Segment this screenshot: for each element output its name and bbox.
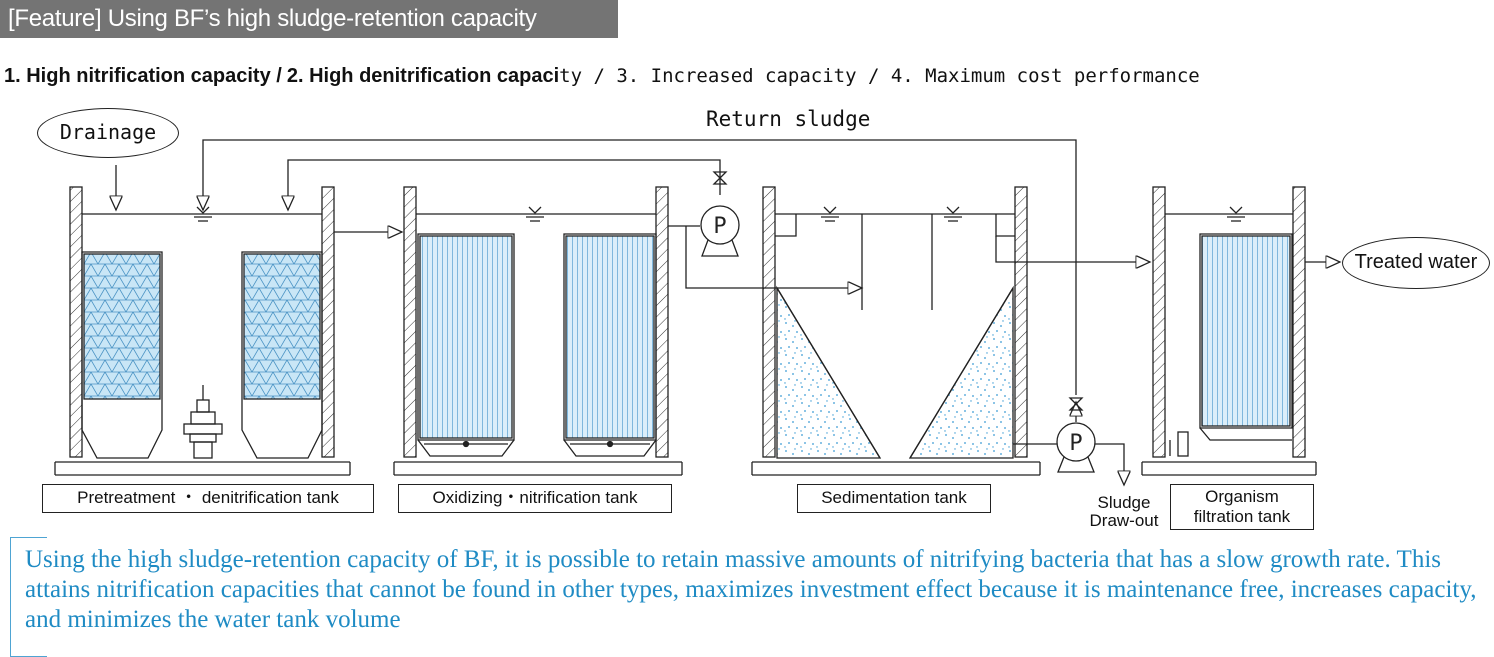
sludge-drawout-line1: Sludge (1097, 493, 1151, 512)
organism-filtration-tank (1141, 186, 1317, 476)
return-sludge-label: Return sludge (706, 107, 871, 131)
valve-icon (712, 171, 728, 185)
feature-item-1: 1. High nitrification capacity / (4, 65, 282, 87)
feature-item-2: 2. High denitrification capaci (286, 65, 560, 87)
oxidizing-tank (393, 186, 683, 476)
pump-icon: P (700, 205, 740, 257)
pump-icon: P (1056, 422, 1096, 473)
diffuser-icon (183, 385, 223, 459)
tank-label-oxidizing: Oxidizing・nitrification tank (398, 484, 672, 513)
sedimentation-tank (751, 186, 1041, 476)
feature-banner: [Feature] Using BF’s high sludge-retenti… (0, 0, 618, 38)
pump-label: P (713, 214, 726, 239)
feature-items-rest: ty / 3. Increased capacity / 4. Maximum … (559, 65, 1200, 87)
process-diagram: P P (54, 139, 1494, 535)
drainage-label: Drainage (37, 108, 179, 158)
treated-water-label: Treated water (1342, 237, 1490, 289)
sludge-drawout-line2: Draw-out (1089, 511, 1159, 530)
valve-icon (1068, 397, 1084, 411)
tank-label-pretreatment: Pretreatment ・ denitrification tank (42, 484, 374, 513)
feature-list: 1. High nitrification capacity / 2. High… (4, 62, 1304, 90)
pump-label: P (1069, 431, 1082, 456)
diffuser-icon (1177, 431, 1189, 457)
sludge-drawout-label: Sludge Draw-out (1078, 494, 1170, 530)
pretreatment-tank (54, 186, 351, 476)
feature-description: Using the high sludge-retention capacity… (25, 546, 1477, 633)
tank-label-sedimentation: Sedimentation tank (797, 484, 991, 513)
